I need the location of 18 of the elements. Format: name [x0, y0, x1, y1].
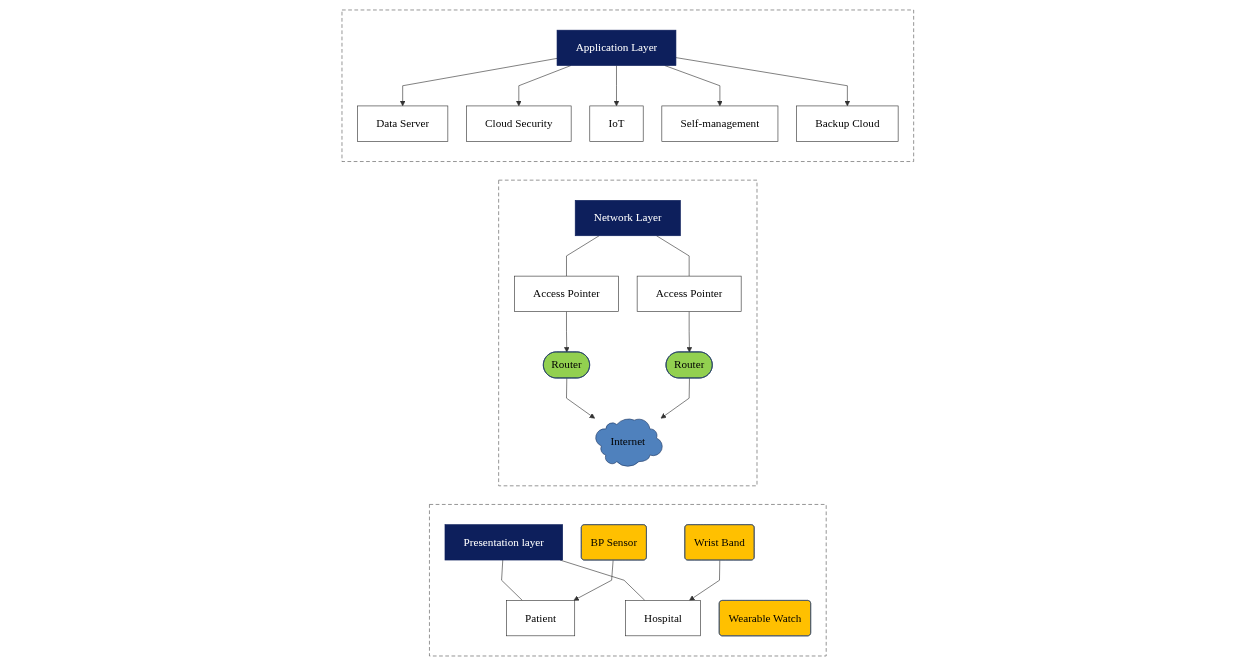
node-box: Patient	[506, 600, 576, 637]
cluster	[498, 179, 758, 487]
connector	[566, 235, 600, 277]
node-box: Network Layer	[575, 200, 681, 237]
connector	[501, 559, 523, 601]
node-box: Presentation layer	[444, 524, 564, 561]
node-box: Access Pointer	[637, 275, 742, 312]
node-box: Backup Cloud	[796, 105, 899, 142]
connector	[656, 235, 690, 277]
node-box: Data Server	[357, 105, 449, 142]
node-box: Cloud Security	[466, 105, 572, 142]
node-box: Self-management	[661, 105, 779, 142]
node-box: Application Layer	[556, 29, 677, 66]
node-box: Hospital	[625, 600, 702, 637]
cluster	[341, 9, 915, 162]
node-box: Access Pointer	[514, 275, 619, 312]
node-box: IoT	[589, 105, 644, 142]
cluster	[429, 504, 827, 657]
